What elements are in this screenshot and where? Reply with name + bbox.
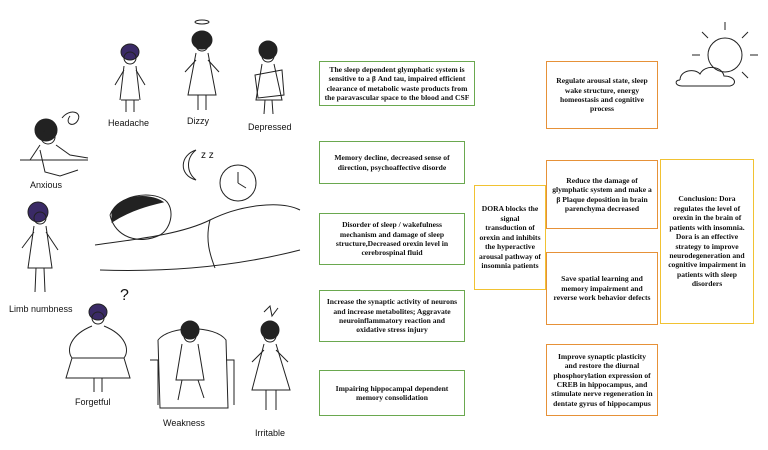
mechanism-box-synaptic-activity: Increase the synaptic activity of neuron… [319, 290, 465, 342]
symptom-label-headache: Headache [108, 118, 150, 128]
symptom-label-forgetful: Forgetful [75, 397, 111, 407]
sleeping-person [94, 194, 301, 271]
mechanism-box-sleep-disorder: Disorder of sleep / wakefulness mechanis… [319, 213, 465, 265]
effect-box-arousal-regulation: Regulate arousal state, sleep wake struc… [546, 61, 658, 129]
effect-box-glymphatic-protection: Reduce the damage of glymphatic system a… [546, 160, 658, 229]
moon-clock-group [182, 149, 257, 202]
symptom-label-irritable: Irritable [255, 428, 286, 438]
dora-mechanism-box: DORA blocks the signal transduction of o… [474, 185, 546, 290]
conclusion-box: Conclusion: Dora regulates the level of … [660, 159, 754, 324]
limb-numbness-figure [21, 201, 59, 293]
symptom-label-weakness: Weakness [163, 418, 205, 428]
irritable-figure [251, 304, 291, 410]
sleep-zz-glyph: z z [201, 150, 214, 161]
anxious-figure [20, 111, 89, 177]
symptom-label-limb-numbness: Limb numbness [9, 304, 73, 314]
forgetful-figure [65, 303, 131, 392]
mechanism-box-hippocampal-memory: Impairing hippocampal dependent memory c… [319, 370, 465, 416]
weakness-figure [150, 320, 235, 409]
headache-figure [114, 43, 146, 112]
symptom-label-depressed: Depressed [248, 122, 292, 132]
mechanism-box-glymphatic: The sleep dependent glymphatic system is… [319, 61, 475, 106]
depressed-figure [254, 40, 285, 115]
symptom-label-anxious: Anxious [30, 180, 63, 190]
effect-box-synaptic-plasticity: Improve synaptic plasticity and restore … [546, 344, 658, 416]
effect-box-spatial-learning: Save spatial learning and memory impairm… [546, 252, 658, 325]
sun-cloud-icon [675, 22, 758, 87]
mechanism-box-memory-decline: Memory decline, decreased sense of direc… [319, 141, 465, 184]
question-mark-glyph: ? [120, 287, 129, 304]
dizzy-figure [184, 19, 220, 110]
symptom-label-dizzy: Dizzy [187, 116, 209, 126]
